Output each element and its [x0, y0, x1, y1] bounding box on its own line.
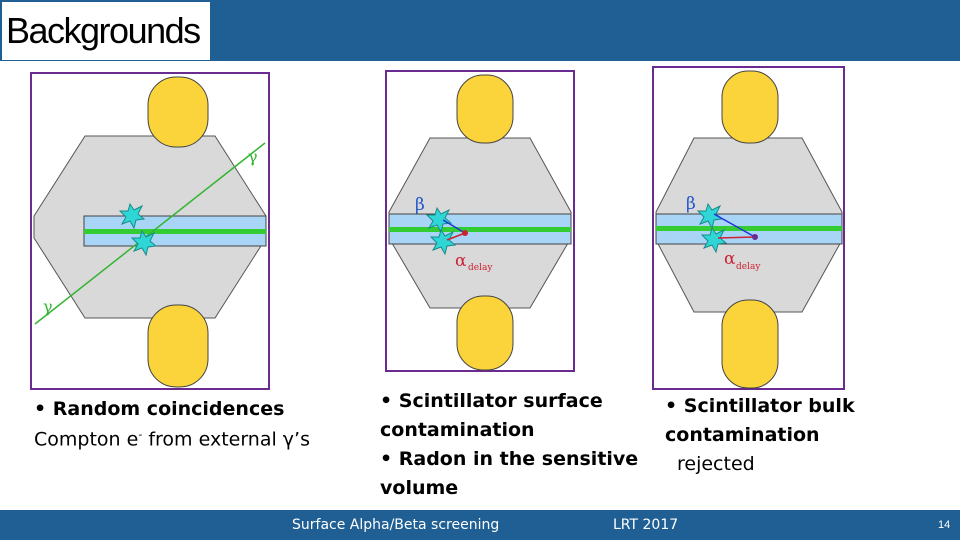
caption-surface-contamination: • Scintillator surface contamination • R… [380, 387, 640, 503]
beta-label: β [415, 195, 425, 215]
pmt-bottom [721, 299, 779, 389]
footer-bar: Surface Alpha/Beta screening LRT 2017 14 [0, 510, 960, 540]
title-bar: Backgrounds [0, 0, 960, 61]
footer-presentation-title: Surface Alpha/Beta screening [292, 517, 500, 533]
footer-event: LRT 2017 [613, 517, 679, 533]
beta-label: β [686, 194, 696, 214]
diagram-bulk-contamination: β α delay [652, 66, 845, 390]
page-number: 14 [938, 519, 951, 531]
caption-line: • Radon in the sensitive [380, 448, 639, 470]
caption-bulk-contamination: • Scintillator bulk contamination reject… [665, 392, 905, 479]
caption-text: from external γ’s [142, 428, 310, 451]
interaction-star-1 [118, 202, 146, 230]
pmt-top [147, 76, 209, 148]
caption-line: volume [380, 477, 459, 499]
alpha-track [717, 236, 756, 239]
caption-line: contamination [665, 424, 820, 446]
alpha-delay-subscript: delay [736, 262, 761, 272]
diagram-surface-contamination: β α delay [385, 70, 575, 372]
alpha-track [446, 232, 466, 241]
interaction-star-2 [700, 226, 728, 254]
gamma-label-bottom: γ [43, 297, 53, 316]
caption-text: Compton e [34, 428, 139, 451]
caption-line: • Scintillator surface [380, 390, 603, 412]
sample-layer [656, 226, 842, 231]
sample-layer [389, 227, 571, 232]
sample-layer [84, 229, 266, 234]
gamma-label-top: γ [248, 147, 258, 166]
diagram-random-coincidences: γ γ [30, 72, 270, 390]
pmt-bottom [147, 304, 209, 388]
slide-title: Backgrounds [2, 2, 210, 60]
decay-vertex [462, 230, 468, 236]
pmt-top [721, 70, 779, 144]
interaction-star-2 [130, 229, 158, 257]
interaction-star-2 [429, 228, 457, 256]
caption-line: • Random coincidences [34, 398, 285, 420]
caption-line: rejected [677, 453, 755, 475]
caption-superscript: - [138, 428, 143, 441]
beta-track [713, 213, 756, 238]
pmt-top [456, 74, 514, 144]
pmt-bottom [456, 295, 514, 371]
decay-vertex [752, 234, 758, 240]
gamma-ray-track [34, 142, 266, 325]
alpha-label: α [724, 249, 736, 269]
caption-line: Compton e- from external γ’s [34, 420, 354, 454]
caption-random-coincidences: • Random coincidences Compton e- from ex… [34, 395, 354, 454]
caption-line: • Scintillator bulk [665, 395, 855, 417]
alpha-label: α [455, 251, 467, 271]
alpha-delay-subscript: delay [468, 263, 493, 273]
caption-line: contamination [380, 419, 535, 441]
beta-track [442, 219, 466, 234]
